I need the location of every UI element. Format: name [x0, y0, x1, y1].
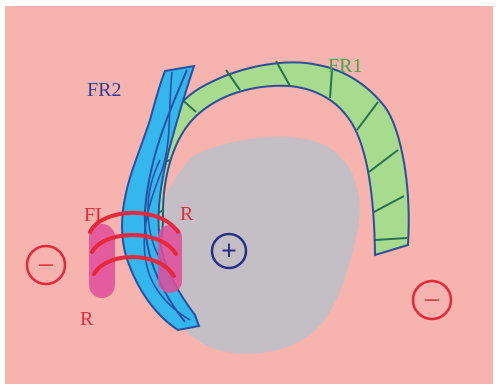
negative-charge-sign: − [424, 284, 441, 317]
label-r-top: R [180, 203, 194, 225]
magenta-blob-right [158, 225, 182, 293]
positive-charge-sign: + [221, 236, 237, 267]
label-fr2: FR2 [87, 79, 121, 101]
label-r-bottom: R [80, 308, 94, 330]
label-fl: FL [84, 204, 107, 226]
negative-charge-sign: − [38, 249, 55, 282]
label-fr1: FR1 [328, 55, 362, 77]
